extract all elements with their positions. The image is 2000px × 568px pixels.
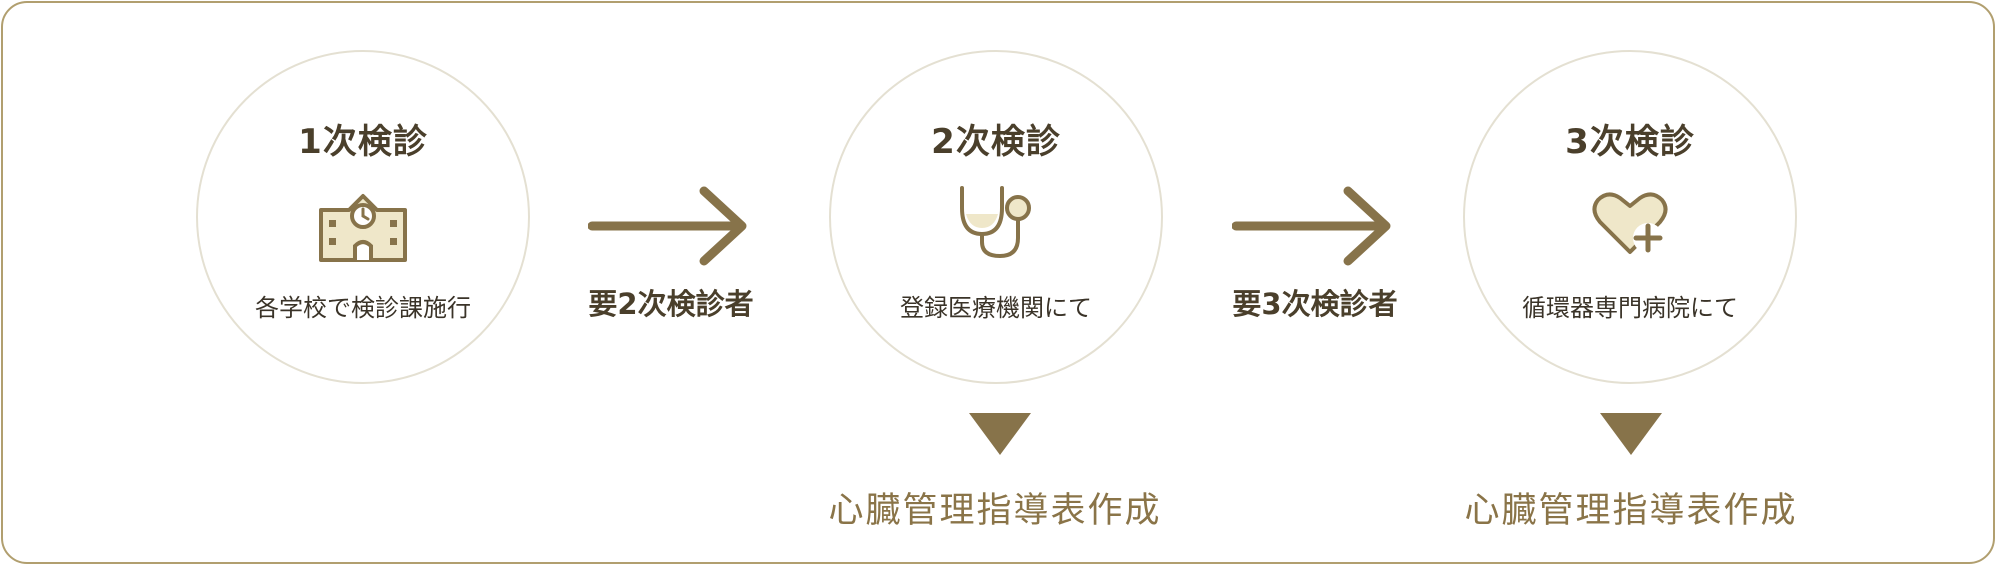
step-3-description: 循環器専門病院にて xyxy=(1522,294,1738,322)
right-arrow-icon xyxy=(588,186,747,266)
school-building-icon xyxy=(319,194,407,262)
right-arrow-icon xyxy=(1232,186,1391,266)
arrow-2-label: 要3次検診者 xyxy=(1232,287,1398,321)
down-triangle-icon xyxy=(1600,413,1662,455)
step-2-circle: 2次検診 登録医療機関にて xyxy=(829,50,1163,384)
step-3-title: 3次検診 xyxy=(1565,122,1695,162)
step-3-circle: 3次検診 循環器専門病院にて xyxy=(1463,50,1797,384)
result-2-label: 心臓管理指導表作成 xyxy=(1464,491,1798,531)
result-1-label: 心臓管理指導表作成 xyxy=(828,491,1162,531)
step-2-description: 登録医療機関にて xyxy=(900,294,1092,322)
arrow-1-label: 要2次検診者 xyxy=(588,287,754,321)
step-1-description: 各学校で検診課施行 xyxy=(255,294,471,322)
step-2-title: 2次検診 xyxy=(931,122,1061,162)
step-1-circle: 1次検診 各学校で検診課施行 xyxy=(196,50,530,384)
heart-plus-icon xyxy=(1592,192,1668,254)
stethoscope-icon xyxy=(960,186,1031,259)
step-1-title: 1次検診 xyxy=(298,122,428,162)
down-triangle-icon xyxy=(969,413,1031,455)
